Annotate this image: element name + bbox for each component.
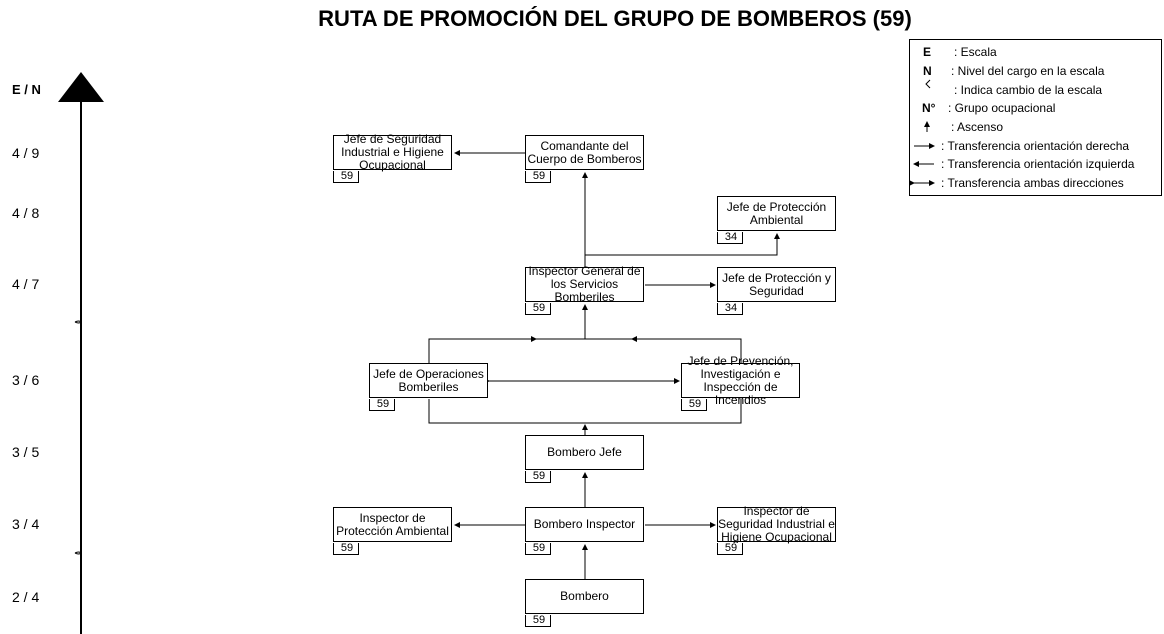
- text-label: : Ascenso: [951, 120, 1004, 134]
- text-label: : Transferencia orientación izquierda: [941, 157, 1135, 171]
- position-box: Bombero Jefe 59: [525, 435, 644, 483]
- position-box: Jefe de Prevención, Investigación e Insp…: [681, 354, 800, 411]
- group-code: 34: [717, 232, 743, 244]
- position-box: Comandante del Cuerpo de Bomberos 59: [525, 135, 644, 183]
- level-label: 4 / 9: [12, 145, 40, 161]
- text-label: : Escala: [954, 45, 997, 59]
- position-box: Jefe de Seguridad Industrial e Higiene O…: [333, 132, 452, 183]
- text-label: Inspector de Seguridad Industrial e Higi…: [718, 504, 835, 544]
- level-label: 4 / 8: [12, 205, 40, 221]
- level-label: 3 / 6: [12, 372, 40, 388]
- text-label: : Grupo ocupacional: [948, 101, 1056, 115]
- text-label: : Transferencia ambas direcciones: [941, 176, 1124, 190]
- text-label: N: [923, 64, 932, 78]
- group-code: 59: [525, 543, 551, 555]
- position-box: Jefe de Protección y Seguridad 34: [717, 267, 836, 315]
- group-code: 34: [717, 303, 743, 315]
- scale-header: E / N: [12, 82, 41, 97]
- group-code: 59: [525, 471, 551, 483]
- text-label: Inspector de Protección Ambiental: [336, 510, 449, 538]
- text-label: Bombero Inspector: [533, 517, 636, 531]
- level-label: 3 / 4: [12, 516, 40, 532]
- text-label: Bombero: [560, 589, 609, 603]
- text-label: : Indica cambio de la escala: [954, 83, 1103, 97]
- text-label: Jefe de Protección Ambiental: [726, 199, 827, 227]
- group-code: 59: [525, 171, 551, 183]
- position-box: Inspector de Seguridad Industrial e Higi…: [717, 504, 836, 555]
- text-label: : Transferencia orientación derecha: [941, 139, 1130, 153]
- page-title: RUTA DE PROMOCIÓN DEL GRUPO DE BOMBEROS …: [318, 6, 912, 31]
- text-label: Comandante del Cuerpo de Bomberos: [527, 138, 642, 166]
- group-code: 59: [333, 543, 359, 555]
- text-label: Bombero Jefe: [547, 445, 622, 459]
- group-code: 59: [525, 303, 551, 315]
- position-box: Inspector de Protección Ambiental 59: [333, 507, 452, 555]
- group-code: 59: [369, 399, 395, 411]
- position-box: Bombero 59: [525, 579, 644, 627]
- level-label: 2 / 4: [12, 589, 40, 605]
- level-label: 4 / 7: [12, 276, 40, 292]
- text-label: Jefe de Seguridad Industrial e Higiene O…: [341, 132, 444, 172]
- text-label: Jefe de Protección y Seguridad: [722, 270, 831, 298]
- text-label: N°: [922, 101, 936, 115]
- group-code: 59: [681, 399, 707, 411]
- level-label: 3 / 5: [12, 444, 40, 460]
- position-box: Inspector General de los Servicios Bombe…: [525, 264, 644, 315]
- group-code: 59: [333, 171, 359, 183]
- text-label: Inspector General de los Servicios Bombe…: [528, 264, 641, 304]
- position-box: Jefe de Operaciones Bomberiles 59: [369, 363, 488, 411]
- position-box: Bombero Inspector 59: [525, 507, 644, 555]
- text-label: Jefe de Operaciones Bomberiles: [373, 366, 484, 394]
- group-code: 59: [525, 615, 551, 627]
- text-label: Jefe de Prevención, Investigación e Insp…: [687, 353, 794, 407]
- text-label: E: [923, 45, 932, 59]
- position-box: Jefe de Protección Ambiental 34: [717, 196, 836, 244]
- legend: E : Escala N : Nivel del cargo en la escal…: [909, 39, 1162, 196]
- text-label: : Nivel del cargo en la escala: [951, 64, 1105, 78]
- group-code: 59: [717, 543, 743, 555]
